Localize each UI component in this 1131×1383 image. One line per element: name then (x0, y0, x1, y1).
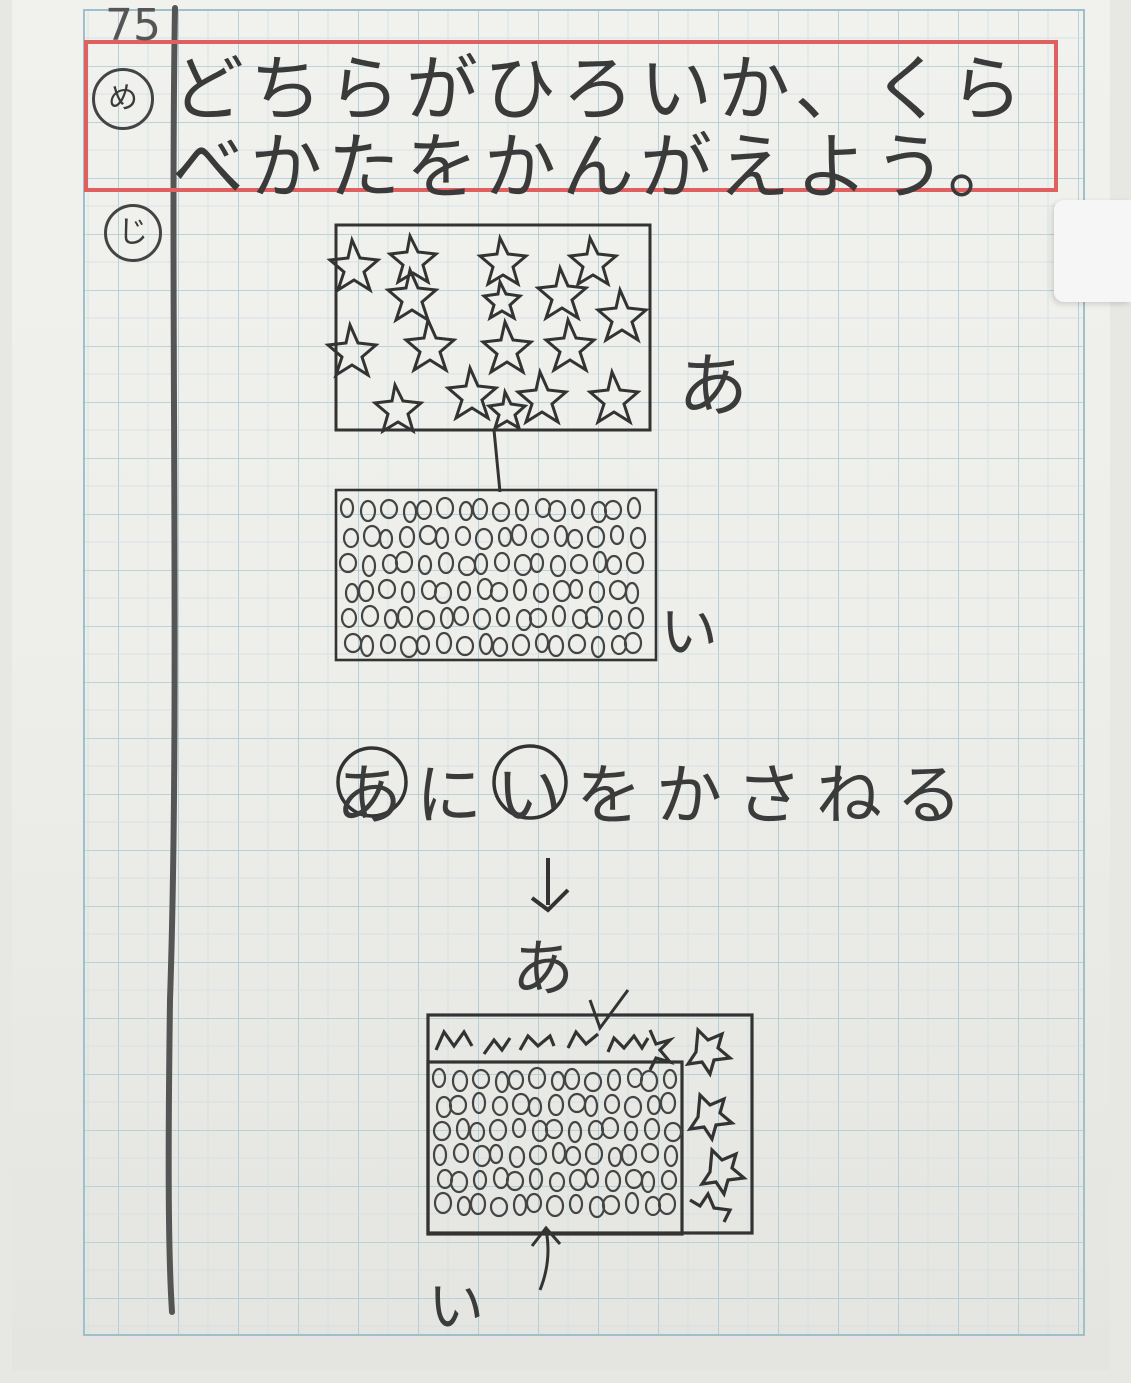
label-result-a: あ (512, 918, 574, 1008)
self-mark: じ (104, 204, 162, 262)
label-result-i: い (428, 1262, 484, 1343)
overlap-caption: あにいをかさねる (336, 742, 976, 838)
label-shape-i: い (660, 585, 718, 669)
page-number: 75 (105, 0, 161, 51)
overlay-tab[interactable] (1054, 200, 1131, 302)
problem-mark: め (92, 68, 154, 130)
label-shape-a: あ (678, 330, 748, 431)
title-line-2: べかたをかんがえよう。 (172, 108, 1026, 213)
